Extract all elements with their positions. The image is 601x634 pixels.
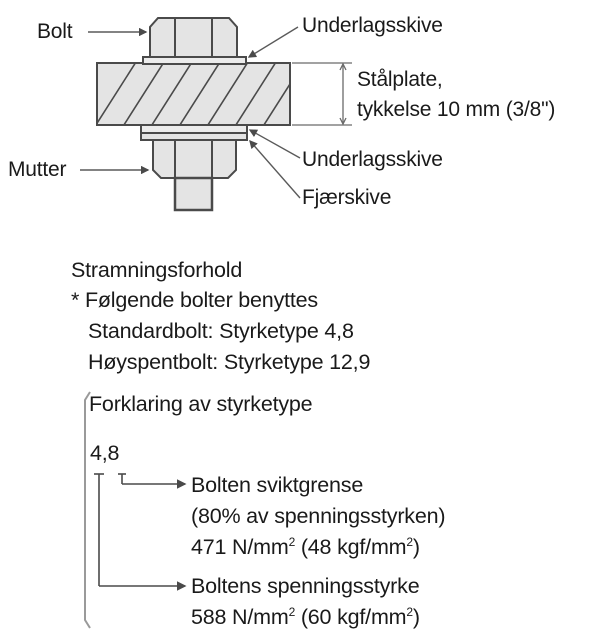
notes-heading: Stramningsforhold — [71, 258, 243, 282]
tensile-value: 588 N/mm2 (60 kgf/mm2) — [191, 605, 420, 629]
bottom-washer — [140, 124, 248, 134]
explanation-heading: Forklaring av styrketype — [89, 392, 313, 416]
label-washer-top: Underlagsskive — [302, 14, 443, 37]
label-nut: Mutter — [8, 158, 67, 181]
label-plate-line1: Stålplate, — [357, 68, 443, 91]
top-washer — [142, 56, 247, 65]
nut — [152, 139, 237, 179]
tensile-title: Boltens spenningsstyrke — [191, 574, 420, 598]
yield-value: 471 N/mm2 (48 kgf/mm2) — [191, 535, 420, 559]
notes-standard-bolt: Standardbolt: Styrketype 4,8 — [88, 319, 354, 343]
label-washer-bottom: Underlagsskive — [302, 148, 443, 171]
bolt-head — [149, 17, 238, 58]
notes-high-tension-bolt: Høyspentbolt: Styrketype 12,9 — [88, 350, 371, 374]
label-plate-line2: tykkelse 10 mm (3/8") — [357, 98, 556, 121]
spring-washer — [140, 132, 248, 141]
yield-detail: (80% av spenningsstyrken) — [191, 504, 446, 528]
spring-washer-leader — [249, 139, 301, 199]
steel-plate — [96, 62, 291, 126]
notes-bullet: * Følgende bolter benyttes — [71, 288, 318, 312]
bolt-shank — [173, 176, 214, 212]
strength-class-brackets — [84, 391, 187, 629]
washer-top-leader — [247, 26, 299, 58]
yield-title: Bolten sviktgrense — [191, 473, 364, 497]
label-spring-washer: Fjærskive — [302, 186, 392, 209]
grade-example: 4,8 — [90, 441, 120, 465]
washer-bottom-leader — [248, 129, 301, 159]
thickness-dimension — [292, 62, 352, 126]
label-bolt: Bolt — [37, 20, 73, 43]
